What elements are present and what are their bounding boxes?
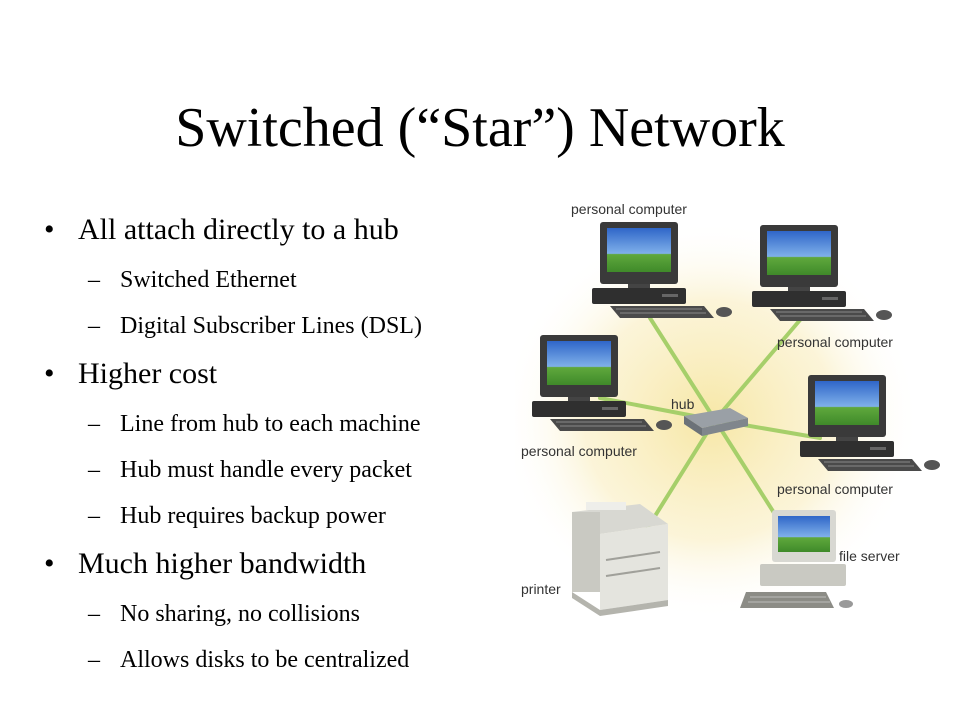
bullet-dash: – <box>88 313 100 339</box>
bullet-dash: – <box>88 457 100 483</box>
bullet-2-sub-2: –Hub must handle every packet <box>88 457 412 483</box>
file-server-icon <box>740 510 853 608</box>
bullet-dash: – <box>88 647 100 673</box>
printer-icon <box>572 502 668 616</box>
bullet-dash: – <box>88 503 100 529</box>
bullet-3: • Much higher bandwidth <box>44 546 544 582</box>
bullet-dot: • <box>44 547 55 580</box>
bullet-3-sub-1: –No sharing, no collisions <box>88 601 360 627</box>
label-printer: printer <box>521 581 561 597</box>
bullet-dash: – <box>88 411 100 437</box>
bullet-dash: – <box>88 267 100 293</box>
label-hub: hub <box>671 396 695 412</box>
bullet-3-text: Much higher bandwidth <box>78 547 367 580</box>
hub-icon <box>684 408 748 436</box>
bullet-2-text: Higher cost <box>78 357 218 390</box>
label-file-server: file server <box>839 548 900 564</box>
bullet-dot: • <box>44 357 55 390</box>
bullet-dash: – <box>88 601 100 627</box>
star-network-diagram: personal computer personal computer pers… <box>515 201 941 620</box>
bullet-1: • All attach directly to a hub <box>44 212 544 248</box>
label-pc-left: personal computer <box>521 443 637 459</box>
label-pc-right-top: personal computer <box>777 334 893 350</box>
bullet-2: • Higher cost <box>44 356 544 392</box>
cable-pc-top <box>648 316 717 422</box>
bullet-1-sub-1: –Switched Ethernet <box>88 267 297 293</box>
cable-pc-right-top <box>713 318 802 422</box>
bullet-1-text: All attach directly to a hub <box>78 213 399 246</box>
bullet-list: • All attach directly to a hub –Switched … <box>44 212 544 674</box>
label-pc-top: personal computer <box>571 201 687 217</box>
label-pc-right-bottom: personal computer <box>777 481 893 497</box>
bullet-3-sub-2: –Allows disks to be centralized <box>88 647 410 673</box>
bullet-2-sub-3: –Hub requires backup power <box>88 503 386 529</box>
slide-title: Switched (“Star”) Network <box>175 97 785 159</box>
bullet-1-sub-2: –Digital Subscriber Lines (DSL) <box>88 313 422 339</box>
bullet-dot: • <box>44 213 55 246</box>
bullet-2-sub-1: –Line from hub to each machine <box>88 411 421 437</box>
